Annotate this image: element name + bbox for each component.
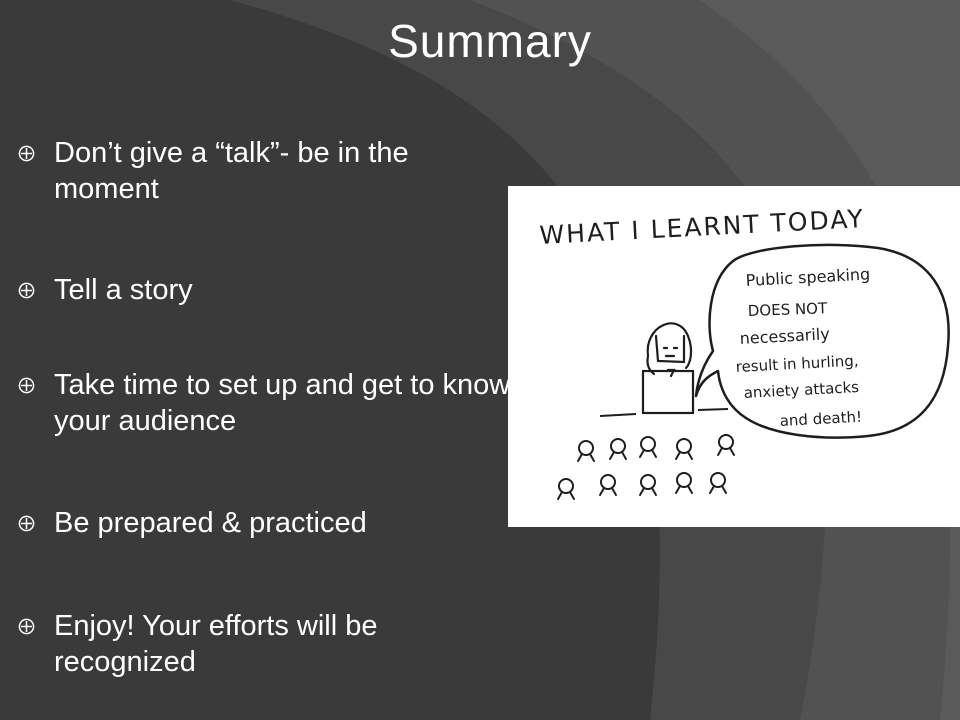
circled-cross-bullet-icon [18,377,35,394]
podium [641,369,695,415]
bullet-item: Take time to set up and get to know your… [18,367,518,439]
circled-cross-bullet-icon [18,145,35,162]
circled-cross-bullet-icon [18,618,35,635]
speech-bubble [694,243,950,439]
audience [557,434,735,500]
bullet-text: Enjoy! Your efforts will be recognized [54,610,378,678]
bullet-item: Tell a story [18,272,193,308]
bullet-item: Enjoy! Your efforts will be recognized [18,608,518,680]
speech-line: and death! [779,408,862,430]
slide-title: Summary [388,15,592,67]
cartoon-image: WHAT I LEARNT TODAY Public speaking DOES… [508,186,960,527]
speech-line: necessarily [739,324,830,348]
bullet-text: Don’t give a “talk”- be in the moment [54,137,409,205]
circled-cross-bullet-icon [18,515,35,532]
bullet-text: Tell a story [54,274,193,306]
bullet-text: Be prepared & practiced [54,507,367,539]
speech-line: DOES NOT [748,299,829,320]
bullet-text: Take time to set up and get to know your… [54,369,511,437]
bullet-item: Be prepared & practiced [18,505,367,541]
circled-cross-bullet-icon [18,282,35,299]
bullet-item: Don’t give a “talk”- be in the moment [18,135,518,207]
